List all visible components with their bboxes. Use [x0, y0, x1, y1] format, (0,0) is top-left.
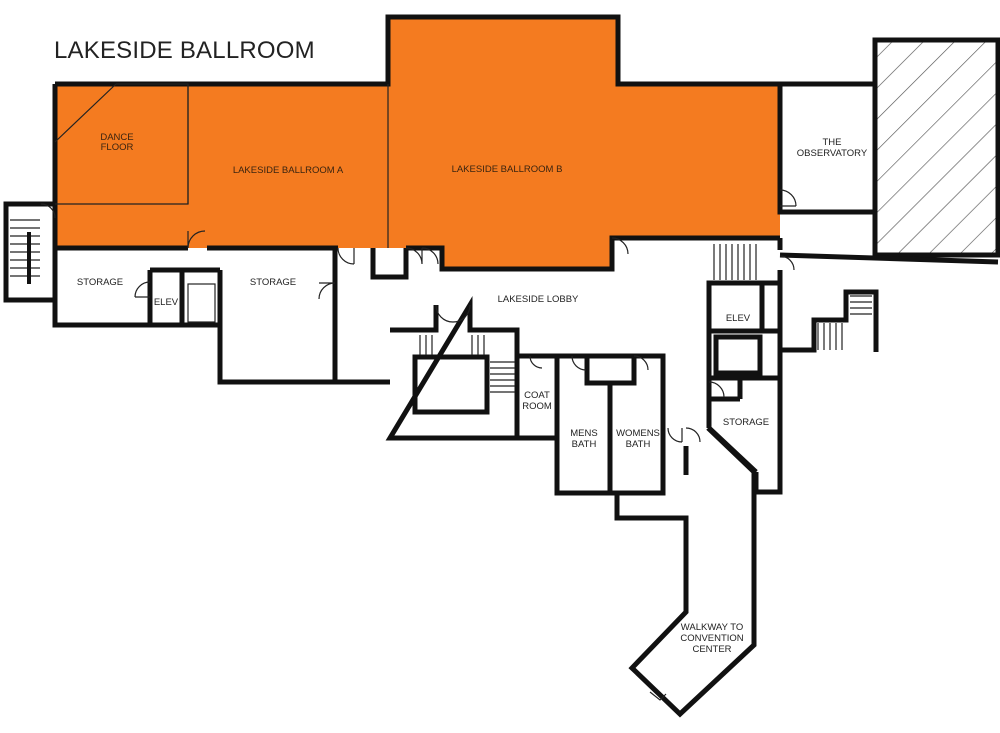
room-label-lobby: LAKESIDE LOBBY [498, 294, 579, 305]
room-label-dance-floor: DANCE [100, 132, 133, 143]
room-label-coat-room: COAT [524, 390, 550, 401]
center-door-frame [370, 248, 409, 280]
central-stair [419, 335, 515, 393]
room-label-womens-bath: WOMENS [616, 428, 660, 439]
room-label-storage-left: STORAGE [77, 277, 123, 288]
room-label-elev-left: ELEV [154, 297, 179, 308]
right-stair-north [713, 244, 757, 280]
room-label-walkway-2: CONVENTION [680, 633, 743, 644]
room-label-elev-right: ELEV [726, 313, 751, 324]
room-label-walkway-3: CENTER [692, 644, 731, 655]
room-label-dance-floor-2: FLOOR [101, 142, 134, 153]
room-label-mens-bath: MENS [570, 428, 597, 439]
ballroom-area[interactable] [55, 17, 780, 269]
room-label-ballroom-a: LAKESIDE BALLROOM A [233, 165, 344, 176]
walkway-wall [614, 426, 757, 718]
ballroom-wall-south [406, 235, 780, 272]
room-label-walkway: WALKWAY TO [681, 622, 743, 633]
hatched-area [872, 37, 1000, 258]
room-label-ballroom-b: LAKESIDE BALLROOM B [452, 164, 563, 175]
room-label-womens-bath-2: BATH [626, 439, 651, 450]
bath-block [554, 353, 666, 496]
left-stair-wall [3, 201, 55, 303]
storage-block-wall [52, 248, 338, 385]
room-label-storage-mid: STORAGE [250, 277, 296, 288]
room-label-mens-bath-2: BATH [572, 439, 597, 450]
central-core [385, 295, 520, 441]
map-title: LAKESIDE BALLROOM [54, 37, 315, 64]
room-label-observatory-2: OBSERVATORY [797, 148, 868, 159]
central-elev [412, 354, 490, 415]
room-label-coat-room-2: ROOM [522, 401, 552, 412]
right-stair-east [817, 295, 872, 350]
room-label-storage-right: STORAGE [723, 417, 769, 428]
left-stair [10, 219, 40, 284]
room-label-observatory: THE [823, 137, 842, 148]
